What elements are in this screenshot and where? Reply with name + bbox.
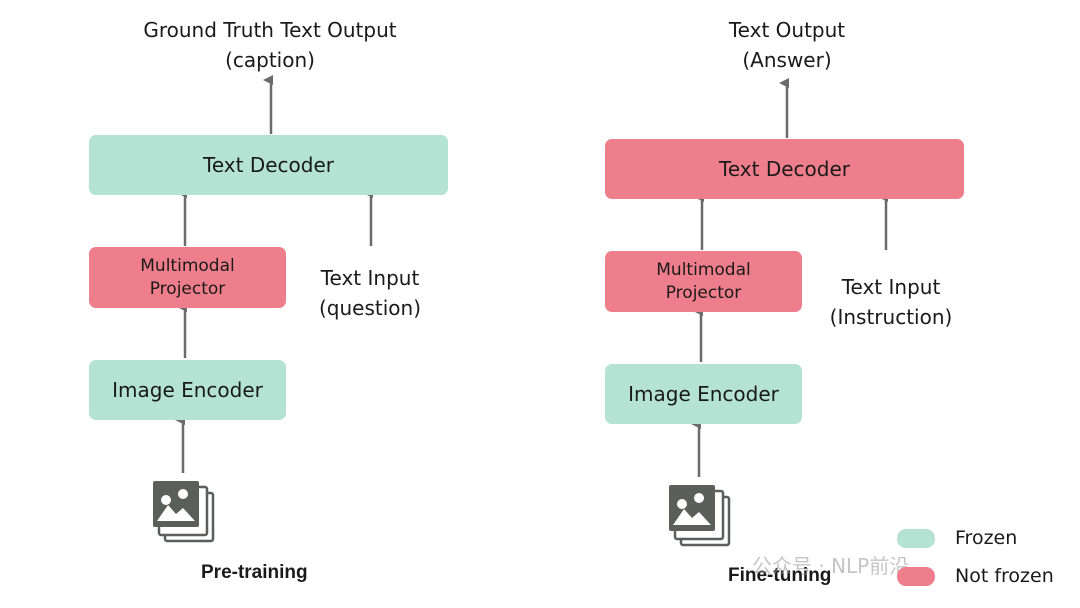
ft-projector-line2: Projector [665,282,742,303]
ft-caption: Fine-tuning [728,565,832,586]
pt-image-encoder-box: Image Encoder [89,360,286,420]
legend-frozen-label: Frozen [955,527,1018,549]
pt-image-encoder-label: Image Encoder [112,378,263,402]
ft-text-input-label: Text Input (Instruction) [816,272,966,332]
ft-output-line1: Text Output [728,18,846,42]
ft-output-label: Text Output (Answer) [687,15,887,75]
ft-image-encoder-label: Image Encoder [628,382,779,406]
pt-output-label: Ground Truth Text Output (caption) [120,15,420,75]
ft-text-decoder-label: Text Decoder [719,157,850,181]
watermark-text: 公众号 · NLP前沿 [752,554,910,578]
pt-projector-line1: Multimodal [140,256,235,277]
pt-output-line2: (caption) [225,48,315,72]
pt-caption: Pre-training [201,562,308,583]
pt-text-decoder-label: Text Decoder [203,153,334,177]
pt-input-line2: (question) [318,296,421,320]
ft-multimodal-projector-box: Multimodal Projector [605,251,802,312]
pt-text-decoder-box: Text Decoder [89,135,448,195]
ft-image-encoder-box: Image Encoder [605,364,802,424]
ft-projector-line1: Multimodal [656,260,751,281]
image-stack-icon [153,481,215,543]
pt-projector-line2: Projector [149,278,226,299]
image-stack-icon [669,485,731,547]
ft-text-decoder-box: Text Decoder [605,139,964,199]
legend-not-frozen-label: Not frozen [955,565,1054,587]
ft-input-line2: (Instruction) [829,305,953,329]
pt-multimodal-projector-box: Multimodal Projector [89,247,286,308]
pt-input-line1: Text Input [320,266,420,290]
pt-text-input-label: Text Input (question) [300,263,440,323]
ft-input-line1: Text Input [841,275,941,299]
pt-output-line1: Ground Truth Text Output [143,18,397,42]
legend-not-frozen-swatch [897,567,935,586]
ft-output-line2: (Answer) [742,48,832,72]
legend-frozen-swatch [897,529,935,548]
